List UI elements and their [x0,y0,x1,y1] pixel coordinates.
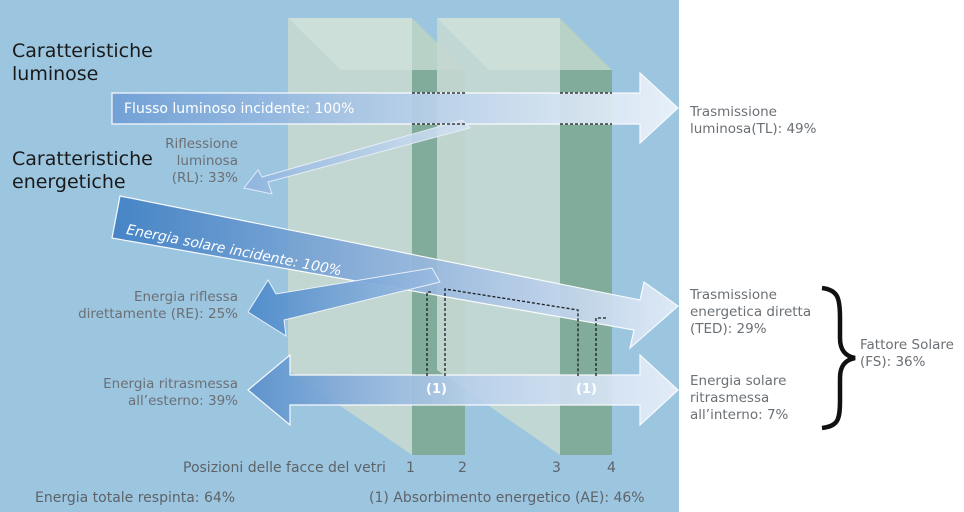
energy-reemitted-out-line1: Energia ritrasmessa [103,376,238,392]
footer-total-rejected: Energia totale respinta: 64% [35,490,236,506]
light-reflection-line1: Riflessione [165,136,238,152]
heading-energetic-line1: Caratteristiche [12,148,153,170]
light-reflection-arrow [243,119,471,195]
heading-energetic: Caratteristiche energetiche [12,148,153,194]
light-transmission-line2: luminosa(TL): 49% [690,121,817,137]
absorption-marker-1: (1) [426,382,447,397]
light-reflection-label: Riflessione luminosa (RL): 33% [140,136,238,187]
heading-luminous-line1: Caratteristiche [12,40,153,62]
light-transmission-line1: Trasmissione [690,104,777,120]
energy-reemitted-in-line2: ritrasmessa [690,390,770,406]
solar-factor-brace [821,285,856,431]
energy-reemitted-in-line3: all’interno: 7% [690,407,789,423]
light-transmission-label: Trasmissione luminosa(TL): 49% [690,104,816,138]
faces-caption: Posizioni delle facce del vetri [183,460,386,476]
energy-reemitted-out-line2: all’esterno: 39% [128,393,238,409]
energy-reflected-line2: direttamente (RE): 25% [78,306,238,322]
face-number-4: 4 [607,460,616,476]
face-number-1: 1 [406,460,415,476]
light-reflection-line2: luminosa [176,153,238,169]
ted-line1: Trasmissione [690,287,777,303]
direct-energy-transmission-label: Trasmissione energetica diretta (TED): 2… [690,287,811,338]
ted-line2: energetica diretta [690,304,812,320]
light-reflection-line3: (RL): 33% [171,170,238,186]
heading-energetic-line2: energetiche [12,171,126,193]
energy-reflected-label: Energia riflessa direttamente (RE): 25% [60,289,238,323]
absorption-marker-2: (1) [576,382,597,397]
solar-incident-arrow [111,195,679,350]
face-number-3: 3 [552,460,561,476]
face-number-2: 2 [458,460,467,476]
footer-absorption: (1) Absorbimento energetico (AE): 46% [369,490,645,506]
solar-factor-line1: Fattore Solare [860,337,954,353]
light-incident-arrow [111,71,679,145]
energy-reemitted-in-label: Energia solare ritrasmessa all’interno: … [690,373,788,424]
energy-reemitted-arrow [247,353,679,427]
ted-line3: (TED): 29% [690,321,767,337]
heading-luminous-line2: luminose [12,63,99,85]
solar-factor-line2: (FS): 36% [860,354,926,370]
energy-reemitted-in-line1: Energia solare [690,373,787,389]
heading-luminous: Caratteristiche luminose [12,40,153,86]
absorption-dashes [412,92,612,376]
energy-reemitted-out-label: Energia ritrasmessa all’esterno: 39% [60,376,238,410]
light-incident-label: Flusso luminoso incidente: 100% [124,101,355,117]
energy-reflected-line1: Energia riflessa [133,289,238,305]
energy-reflected-arrow [247,267,441,337]
solar-factor-label: Fattore Solare (FS): 36% [860,337,954,371]
